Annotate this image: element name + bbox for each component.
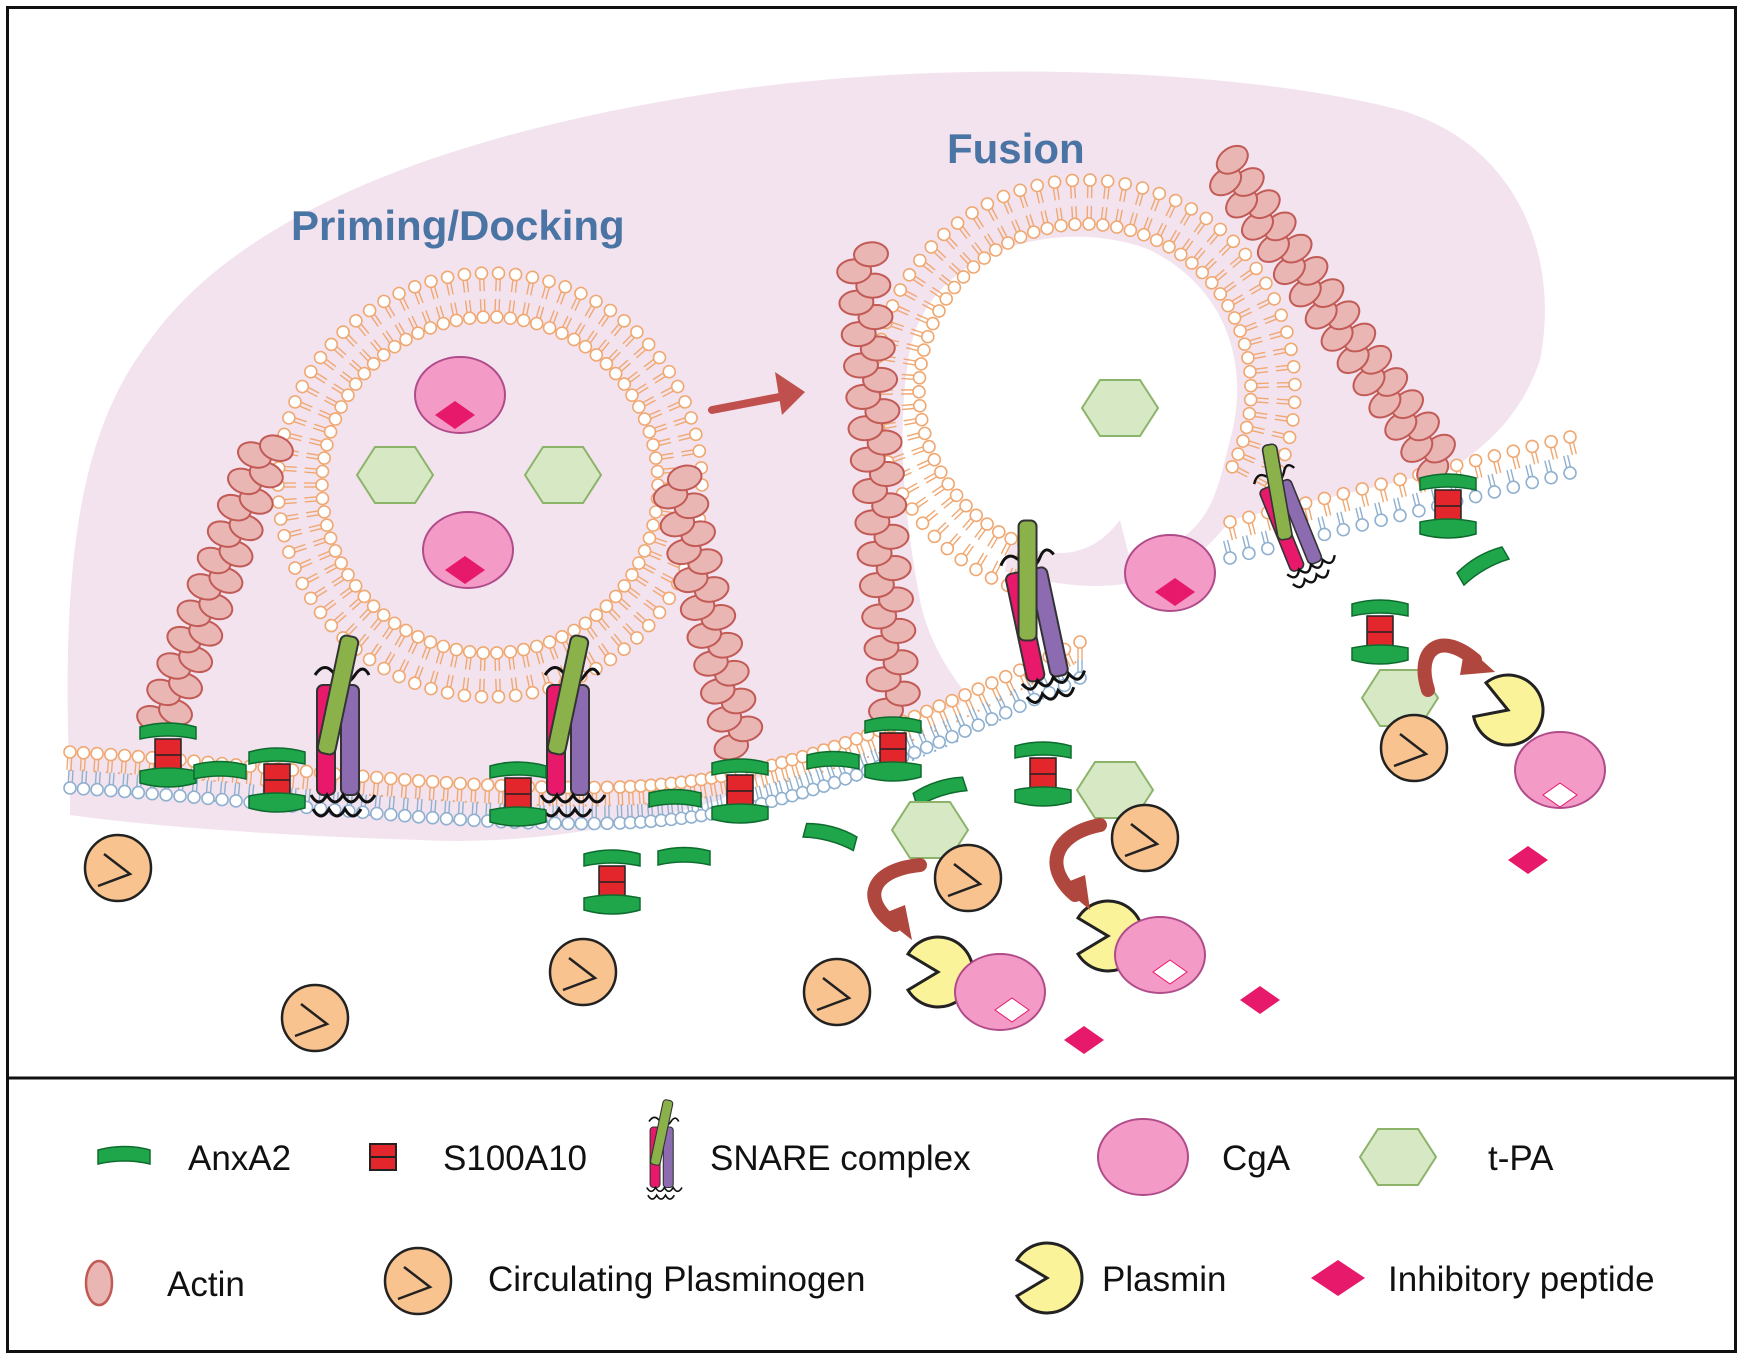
legend-anxa2: AnxA2 [97,1139,291,1178]
legend-label-peptide: Inhibitory peptide [1388,1260,1655,1299]
legend-label-plasminogen: Circulating Plasminogen [488,1260,865,1299]
legend-label-plasmin: Plasmin [1102,1260,1226,1299]
vesicle-cga-2 [422,511,514,589]
legend-actin: Actin [84,1259,245,1307]
legend-plasminogen: Circulating Plasminogen [383,1246,865,1316]
stage-label-fusion: Fusion [947,125,1085,172]
legend-label-cga: CgA [1222,1139,1291,1178]
actin-icon [84,1259,114,1307]
transition-arrow [708,372,805,415]
legend-s100a10: S100A10 [369,1139,587,1178]
fusion-cga [1124,534,1216,612]
cga-icon [1097,1118,1189,1196]
legend-label-tpa: t-PA [1488,1139,1554,1178]
legend-snare: SNARE complex [645,1098,971,1200]
legend-label-anxa2: AnxA2 [188,1139,291,1178]
plasmin-icon [1015,1241,1084,1315]
legend-peptide: Inhibitory peptide [1311,1260,1655,1299]
legend-tpa: t-PA [1359,1128,1554,1186]
legend-plasmin: Plasmin [1015,1241,1226,1315]
legend-cga: CgA [1097,1118,1291,1196]
legend-label-snare: SNARE complex [710,1139,971,1178]
snare-complex-icon [645,1098,683,1200]
vesicle-cga-1 [414,356,506,434]
conversion-arrowheads [880,645,1495,940]
inhibitory-peptide-icon [1311,1260,1365,1296]
tpa-icon [1359,1128,1437,1186]
anxa2-icon [97,1145,151,1165]
stage-label-priming: Priming/Docking [291,202,625,249]
legend-label-s100a10: S100A10 [443,1139,587,1178]
fusion-pore [902,236,1238,720]
plasminogen-icon [383,1246,453,1316]
diagram-frame [6,6,1737,1353]
legend-label-actin: Actin [167,1265,245,1304]
